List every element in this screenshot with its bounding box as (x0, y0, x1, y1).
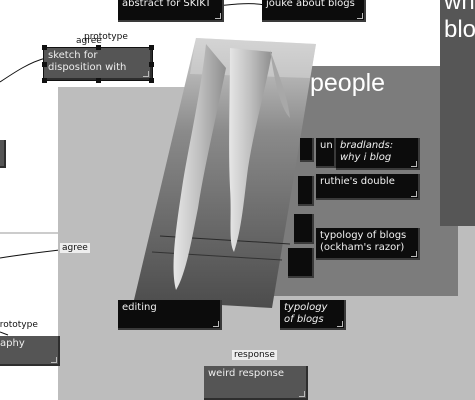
node-weird-response-label: weird response (208, 368, 284, 379)
link-label-prototype: prototype (84, 32, 128, 42)
selection-handle-icon[interactable] (149, 78, 154, 83)
node-typology-italic-label: typology of blogs (284, 302, 328, 325)
panel-title-people: people (310, 69, 386, 97)
node-left-edge[interactable] (0, 140, 6, 168)
node-abstract[interactable]: abstract for SKIKT (118, 0, 224, 22)
resize-handle-icon[interactable] (213, 321, 219, 327)
resize-handle-icon[interactable] (299, 391, 305, 397)
node-typology-ockham[interactable]: typology of blogs (ockham's razor) (316, 228, 420, 260)
selection-handle-icon[interactable] (96, 78, 101, 83)
node-sketch-selected[interactable]: sketch for disposition with (43, 47, 153, 81)
node-stub-4[interactable] (288, 248, 314, 278)
selection-handle-icon[interactable] (149, 62, 154, 67)
resize-handle-icon[interactable] (411, 251, 417, 257)
link-label-prototype-left: prototype (0, 320, 38, 330)
resize-handle-icon[interactable] (357, 13, 363, 19)
node-stub-2[interactable] (298, 176, 314, 206)
right-dark-panel[interactable] (440, 0, 475, 226)
node-abstract-label: abstract for SKIKT (122, 0, 212, 9)
node-weird-response[interactable]: weird response (204, 366, 308, 400)
selection-handle-icon[interactable] (42, 62, 47, 67)
node-typology-italic[interactable]: typology of blogs (280, 300, 346, 330)
node-bradlands-label: bradlands: why i blog (340, 140, 394, 163)
selection-handle-icon[interactable] (96, 45, 101, 50)
resize-handle-icon[interactable] (143, 71, 149, 77)
icicle-photo[interactable] (130, 38, 316, 308)
node-stub-1[interactable] (300, 138, 314, 162)
selection-handle-icon[interactable] (42, 45, 47, 50)
panel-title-wh: wh (444, 0, 475, 15)
node-editing-label: editing (122, 302, 157, 313)
resize-handle-icon[interactable] (411, 191, 417, 197)
link-label-response: response (232, 350, 277, 360)
selection-handle-icon[interactable] (42, 78, 47, 83)
resize-handle-icon[interactable] (411, 161, 417, 167)
node-un[interactable]: un (316, 138, 336, 168)
node-ruthie-label: ruthie's double (320, 176, 395, 187)
node-typology-ockham-label: typology of blogs (ockham's razor) (320, 230, 407, 253)
node-editing[interactable]: editing (118, 300, 222, 330)
panel-title-blo: blo (444, 16, 475, 43)
node-ruthie[interactable]: ruthie's double (316, 174, 420, 200)
link-label-agree-mid: agree (60, 243, 90, 253)
node-aphy-label: aphy (0, 338, 25, 349)
node-joke[interactable]: jouke about blogs (262, 0, 366, 22)
resize-handle-icon[interactable] (51, 357, 57, 363)
node-sketch-label: sketch for disposition with (48, 50, 127, 73)
node-stub-3[interactable] (294, 214, 314, 244)
node-bradlands[interactable]: bradlands: why i blog (336, 138, 420, 170)
selection-handle-icon[interactable] (149, 45, 154, 50)
node-aphy[interactable]: aphy (0, 336, 60, 366)
node-un-label: un (320, 140, 333, 151)
node-joke-label: jouke about blogs (266, 0, 355, 9)
resize-handle-icon[interactable] (337, 321, 343, 327)
resize-handle-icon[interactable] (215, 13, 221, 19)
link-label-agree: agree (74, 36, 104, 46)
